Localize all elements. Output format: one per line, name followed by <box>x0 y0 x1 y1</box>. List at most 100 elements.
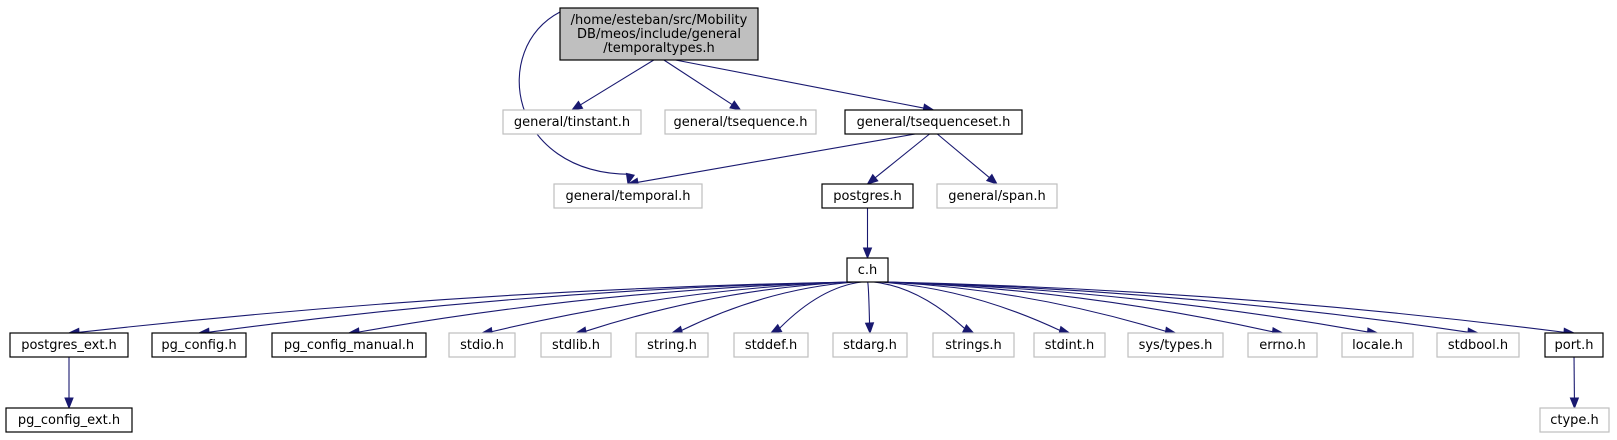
node-c[interactable]: c.h <box>846 257 889 283</box>
node-label-span: general/span.h <box>948 189 1045 204</box>
node-label-systypes: sys/types.h <box>1139 338 1213 353</box>
node-tinstant: general/tinstant.h <box>502 109 642 135</box>
node-label-strings: strings.h <box>945 338 1001 353</box>
edge-root-to-tinstant <box>580 59 655 106</box>
node-box-postgres <box>821 183 914 209</box>
node-tsequence: general/tsequence.h <box>664 109 817 135</box>
node-label-string: string.h <box>647 338 697 353</box>
node-stdbool: stdbool.h <box>1436 332 1520 358</box>
edge-c-to-port <box>883 281 1565 333</box>
node-stdarg: stdarg.h <box>832 332 908 358</box>
node-locale: locale.h <box>1341 332 1414 358</box>
edge-tsequenceset-to-postgres <box>874 133 930 179</box>
node-strings: strings.h <box>932 332 1015 358</box>
edge-c-to-locale <box>883 281 1368 333</box>
node-box-tsequenceset <box>844 109 1023 135</box>
node-postgres[interactable]: postgres.h <box>821 183 914 209</box>
node-label-stddef: stddef.h <box>745 338 797 353</box>
edge-c-to-stdio <box>491 281 852 333</box>
arrowhead-tsequenceset-to-span <box>985 173 999 185</box>
node-label-pg_config_ext: pg_config_ext.h <box>18 413 120 428</box>
node-box-strings <box>932 332 1015 358</box>
node-label-root: /temporaltypes.h <box>603 41 714 56</box>
node-stdint: stdint.h <box>1033 332 1106 358</box>
edge-tsequenceset-to-temporal <box>637 133 916 183</box>
node-box-root <box>559 7 759 61</box>
node-box-stdio <box>448 332 516 358</box>
node-box-stdarg <box>832 332 908 358</box>
edge-tsequenceset-to-span <box>936 133 990 179</box>
node-label-stdlib: stdlib.h <box>552 338 600 353</box>
edge-c-to-string <box>681 281 856 331</box>
node-label-locale: locale.h <box>1352 338 1403 353</box>
node-tsequenceset[interactable]: general/tsequenceset.h <box>844 109 1023 135</box>
arrowhead-c-to-stddef <box>769 323 783 334</box>
node-span: general/span.h <box>936 183 1058 209</box>
arrowhead-port-to-ctype <box>1569 397 1580 410</box>
node-box-tinstant <box>502 109 642 135</box>
node-stddef: stddef.h <box>733 332 809 358</box>
arrowhead-postgres_ext-to-pg_config_ext <box>64 397 74 410</box>
node-box-postgres_ext <box>9 332 129 358</box>
node-label-ctype: ctype.h <box>1550 413 1599 428</box>
arrowhead-tsequenceset-to-postgres <box>866 173 879 185</box>
arrowhead-root-to-tsequence <box>729 100 742 111</box>
node-label-port: port.h <box>1554 338 1593 353</box>
node-box-stdint <box>1033 332 1106 358</box>
edge-c-to-strings <box>873 281 965 329</box>
edge-c-to-pg_config <box>208 281 852 333</box>
node-stdio: stdio.h <box>448 332 516 358</box>
node-box-errno <box>1247 332 1318 358</box>
node-port[interactable]: port.h <box>1544 332 1604 358</box>
edge-root-to-tsequenceset <box>675 59 924 109</box>
node-pg_config_manual[interactable]: pg_config_manual.h <box>271 332 427 358</box>
node-temporal: general/temporal.h <box>553 183 703 209</box>
node-label-tsequence: general/tsequence.h <box>674 115 808 130</box>
node-box-temporal <box>553 183 703 209</box>
node-label-temporal: general/temporal.h <box>565 189 690 204</box>
node-label-stdio: stdio.h <box>460 338 504 353</box>
node-box-string <box>635 332 709 358</box>
node-label-stdarg: stdarg.h <box>843 338 897 353</box>
node-box-pg_config <box>151 332 247 358</box>
node-label-stdint: stdint.h <box>1045 338 1094 353</box>
node-ctype: ctype.h <box>1539 407 1610 433</box>
node-box-systypes <box>1127 332 1224 358</box>
node-errno: errno.h <box>1247 332 1318 358</box>
dependency-edges <box>64 11 1580 410</box>
node-label-postgres_ext: postgres_ext.h <box>21 338 117 353</box>
node-label-c: c.h <box>858 263 878 278</box>
node-postgres_ext[interactable]: postgres_ext.h <box>9 332 129 358</box>
node-string: string.h <box>635 332 709 358</box>
edge-root-to-temporal <box>518 11 631 175</box>
node-label-pg_config: pg_config.h <box>161 338 236 353</box>
node-box-tsequence <box>664 109 817 135</box>
node-box-stdlib <box>540 332 612 358</box>
node-label-postgres: postgres.h <box>833 189 902 204</box>
arrowhead-c-to-strings <box>961 323 975 334</box>
edge-c-to-pg_config_manual <box>358 281 852 333</box>
node-box-port <box>1544 332 1604 358</box>
node-box-stdbool <box>1436 332 1520 358</box>
edge-c-to-stdlib <box>585 281 852 332</box>
edge-c-to-systypes <box>883 281 1166 332</box>
node-pg_config_ext[interactable]: pg_config_ext.h <box>5 407 133 433</box>
node-systypes: sys/types.h <box>1127 332 1224 358</box>
node-box-pg_config_ext <box>5 407 133 433</box>
arrowhead-root-to-tinstant <box>570 100 584 111</box>
header-file-nodes: /home/esteban/src/MobilityDB/meos/includ… <box>5 7 1610 433</box>
node-box-ctype <box>1539 407 1610 433</box>
node-label-root: DB/meos/include/general <box>577 27 741 42</box>
node-box-c <box>846 257 889 283</box>
node-label-tsequenceset: general/tsequenceset.h <box>857 115 1011 130</box>
edge-c-to-postgres_ext <box>78 281 852 333</box>
node-root[interactable]: /home/esteban/src/MobilityDB/meos/includ… <box>559 7 759 61</box>
node-box-pg_config_manual <box>271 332 427 358</box>
arrowhead-c-to-stdarg <box>864 322 875 335</box>
edge-c-to-stddef <box>779 281 862 329</box>
node-label-errno: errno.h <box>1259 338 1306 353</box>
node-pg_config[interactable]: pg_config.h <box>151 332 247 358</box>
node-stdlib: stdlib.h <box>540 332 612 358</box>
edge-c-to-errno <box>883 281 1273 333</box>
